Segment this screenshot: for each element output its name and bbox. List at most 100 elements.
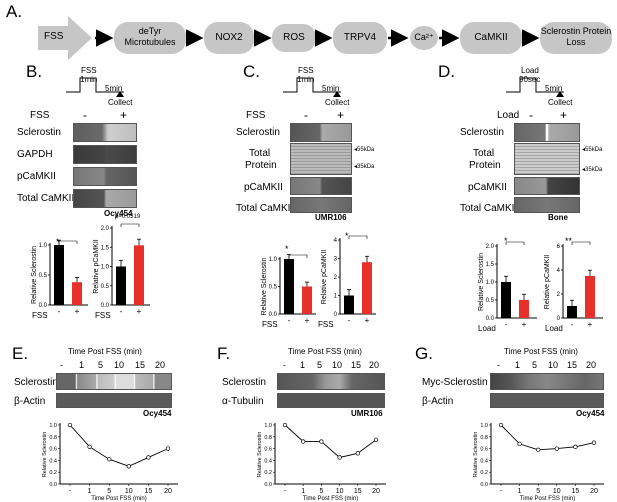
y-tick-label: 4	[334, 238, 338, 244]
c-row-total: Total	[249, 148, 271, 159]
data-point-1	[301, 439, 306, 444]
c-x-group-1: FSS	[262, 320, 278, 329]
panel-letter-c: C.	[243, 62, 260, 81]
series-line	[500, 424, 595, 451]
y-tick-label: 2.0	[101, 226, 110, 232]
y-tick-label: 1.5	[101, 245, 110, 251]
node-calcium	[410, 26, 438, 50]
node-label-trpv4: TRPV4	[343, 32, 377, 43]
x-tick-label: 1	[518, 488, 522, 495]
x-axis-label: Time Post FSS (min)	[520, 496, 575, 502]
node-detyr	[114, 22, 186, 54]
d-marker-35: ◂35kDa	[582, 167, 603, 173]
g-lane-1: 1	[515, 360, 521, 370]
f-lane-5: 20	[369, 360, 380, 370]
y-tick-label: 0.4	[264, 458, 272, 464]
panel-letter-d: D.	[438, 62, 455, 81]
y-axis-label: Relative Sclerostin	[261, 257, 268, 315]
bar-1	[134, 245, 144, 305]
g-lane-2: 5	[532, 360, 538, 370]
y-axis-label: Relative Sclerostin	[478, 253, 485, 311]
c-protocol-fss: FSS	[298, 66, 314, 75]
d-marker-55: ◂55kDa	[582, 147, 603, 153]
bar-0	[567, 306, 577, 318]
b-x-group-1: FSS	[32, 311, 48, 320]
y-tick-label: 0	[557, 316, 561, 322]
marker-arrow-icon: ◂	[582, 147, 586, 153]
f-lane-3: 10	[332, 360, 343, 370]
bar-1	[302, 286, 312, 314]
y-tick-label: 1.0	[480, 423, 488, 429]
c-x-group-2: FSS	[318, 320, 334, 329]
d-blot-total-protein	[514, 143, 580, 175]
panel-letter-e: E.	[12, 344, 29, 363]
bar-1	[585, 276, 595, 318]
node-trpv4	[333, 22, 387, 54]
c-protocol-5min: 5min	[322, 84, 340, 93]
x-tick-label: 5	[536, 488, 540, 495]
c-protocol-collect: Collect	[325, 98, 350, 107]
bar-0	[501, 282, 511, 318]
data-point-1	[517, 441, 522, 447]
significance-bracket	[58, 240, 78, 244]
y-tick-label: 1.0	[264, 423, 272, 429]
c-treatment-label: FSS	[246, 110, 266, 121]
x-axis-label: Time Post FSS (min)	[303, 496, 358, 502]
y-tick-label: 0.5	[39, 273, 48, 279]
data-point-4	[355, 451, 360, 456]
significance-bracket	[571, 241, 591, 245]
c-protocol-1min: 1min	[297, 75, 315, 84]
e-lane-3: 10	[114, 360, 125, 370]
c-marker-55: ◂55kDa	[354, 147, 375, 153]
d-row-total-camkii: Total CaMKII	[460, 203, 518, 214]
d-lane-plus: +	[560, 108, 568, 122]
y-tick-label: 0.0	[486, 316, 495, 322]
x-tick-label: -	[69, 488, 72, 495]
g-time-header: Time Post FSS (min)	[504, 347, 578, 356]
data-point-0	[67, 422, 73, 428]
f-row-sclerostin: Sclerostin	[222, 377, 266, 388]
x-tick-label: -	[500, 488, 503, 495]
f-lane-2: 5	[317, 360, 323, 370]
g-blot-myc-sclerostin	[490, 373, 604, 390]
d-row-sclerostin: Sclerostin	[460, 127, 504, 138]
e-blot-sclerostin	[56, 373, 172, 390]
x-tick-label: 1	[88, 488, 92, 495]
panel-letter-f: F.	[217, 344, 231, 363]
bar-0	[54, 245, 64, 305]
x-tick-label: 15	[572, 488, 580, 495]
node-label-camkii: CaMKII	[474, 32, 508, 43]
data-point-0	[498, 422, 504, 428]
y-tick-label: 0.0	[480, 482, 488, 488]
f-cell-label: UMR106	[351, 409, 383, 418]
node-camkii	[460, 22, 522, 54]
bar-0	[284, 259, 294, 314]
c-marker-35: ◂35kDa	[354, 164, 375, 170]
d-x-group-2: Load	[545, 324, 563, 333]
b-cell-label: Ocy454	[104, 209, 133, 218]
x-tick-label: 15	[145, 488, 153, 495]
y-tick-label: 0.2	[480, 470, 488, 476]
y-tick-label: 0.0	[269, 312, 278, 318]
e-row-actin: β-Actin	[14, 396, 46, 407]
x-tick-label: +	[75, 307, 80, 316]
data-point-2	[107, 457, 112, 462]
d-x-group-1: Load	[478, 324, 496, 333]
d-row-pcamkii: pCaMKII	[468, 182, 507, 193]
b-blot-total-camkii	[73, 189, 137, 208]
d-cell-label: Bone	[548, 213, 568, 222]
b-lane-minus: -	[83, 108, 87, 122]
x-tick-label: 5	[107, 488, 111, 495]
e-lane-1: 1	[79, 360, 85, 370]
y-tick-label: 0.0	[101, 303, 110, 309]
significance-bracket	[288, 254, 308, 258]
e-lane-5: 20	[155, 360, 166, 370]
f-lane-1: 1	[300, 360, 306, 370]
d-lane-minus: -	[529, 108, 533, 122]
b-protocol-fss: FSS	[81, 66, 97, 75]
y-tick-label: 1.0	[269, 257, 278, 263]
